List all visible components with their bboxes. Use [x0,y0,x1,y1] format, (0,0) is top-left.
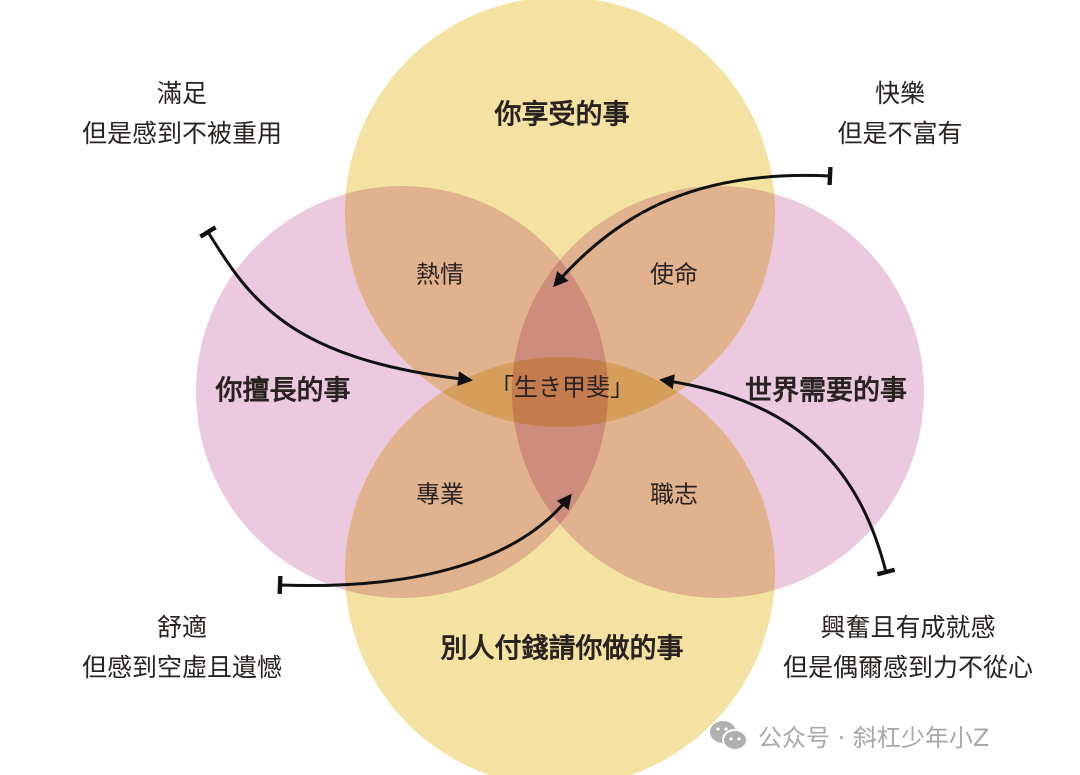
arrow-bottom-left [277,493,572,595]
label-what-world-needs: 世界需要的事 [745,375,907,407]
arrow-bottom-right [659,374,896,577]
note-line: 但是不富有 [837,119,963,148]
note-top-left: 滿足 但是感到不被重用 [82,74,282,154]
note-line: 滿足 [156,79,208,108]
label-passion: 熱情 [416,260,464,289]
note-line: 興奮且有成就感 [820,613,996,642]
label-vocation: 職志 [650,480,698,509]
circle-bottom [343,355,777,775]
wechat-icon [710,720,748,751]
watermark-text: 公众号 · 斜杠少年小Z [758,724,990,752]
label-mission: 使命 [650,260,698,289]
note-bottom-left: 舒適 但感到空虛且遺憾 [82,608,282,688]
arrow-top-left [199,225,473,387]
label-what-you-love: 你享受的事 [494,99,630,131]
note-line: 但是感到不被重用 [81,119,283,148]
note-line: 但是偶爾感到力不從心 [782,653,1034,682]
label-ikigai: 「生き甲斐」 [490,373,634,402]
label-what-you-are-paid-for: 別人付錢請你做的事 [440,633,684,665]
note-top-right: 快樂 但是不富有 [837,74,962,154]
note-bottom-right: 興奮且有成就感 但是偶爾感到力不從心 [783,608,1033,688]
label-profession: 專業 [416,480,464,509]
note-line: 舒適 [156,613,208,642]
note-line: 快樂 [874,79,926,108]
watermark: 公众号 · 斜杠少年小Z [708,718,989,753]
note-line: 但感到空虛且遺憾 [81,653,283,682]
label-what-you-are-good-at: 你擅長的事 [215,375,351,407]
arrow-top-right [553,166,833,288]
